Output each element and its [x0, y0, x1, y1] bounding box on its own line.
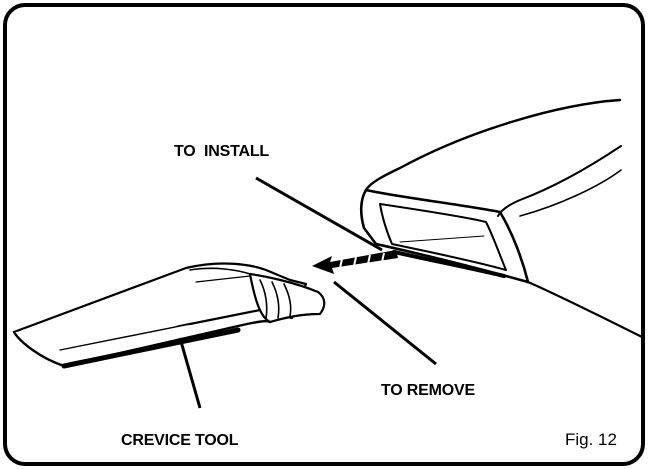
tool-leader — [178, 337, 202, 409]
crevice-tool-label: CREVICE TOOL — [121, 432, 239, 449]
install-leader — [255, 176, 383, 252]
install-arrow — [312, 250, 398, 274]
crevice-tool — [12, 262, 326, 369]
figure-number: Fig. 12 — [565, 430, 617, 449]
install-label: TO INSTALL — [174, 143, 269, 160]
figure-frame — [3, 3, 645, 466]
remove-label: TO REMOVE — [381, 382, 475, 399]
vacuum-nozzle — [359, 98, 646, 340]
remove-leader — [333, 280, 437, 366]
